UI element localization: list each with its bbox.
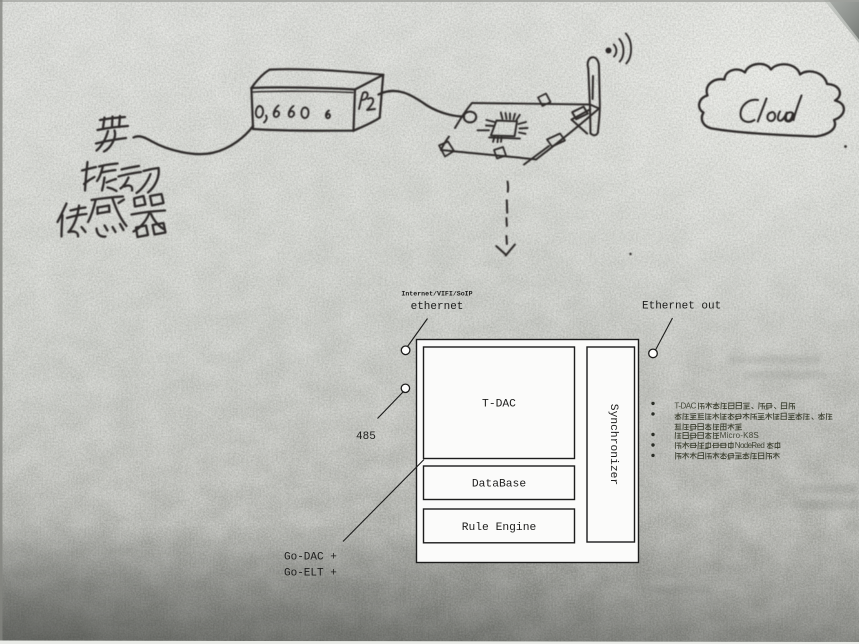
svg-text:Ethernet out: Ethernet out (642, 300, 721, 312)
svg-text:Rule Engine: Rule Engine (462, 522, 537, 534)
svg-text:Go-ELT +: Go-ELT + (284, 568, 337, 580)
svg-text:T-DAC: T-DAC (674, 401, 696, 410)
svg-text:DataBase: DataBase (472, 479, 526, 491)
svg-text:NodeRed: NodeRed (735, 441, 765, 450)
svg-text:Micro-K8S: Micro-K8S (720, 431, 759, 440)
svg-text:Synchronizer: Synchronizer (607, 404, 619, 485)
svg-text:T-DAC: T-DAC (482, 398, 516, 410)
svg-text:ethernet: ethernet (411, 301, 464, 313)
svg-text:Internet/VIFI/SoIP: Internet/VIFI/SoIP (401, 291, 472, 298)
svg-text:485: 485 (356, 431, 376, 443)
svg-text:Go-DAC +: Go-DAC + (284, 552, 337, 564)
